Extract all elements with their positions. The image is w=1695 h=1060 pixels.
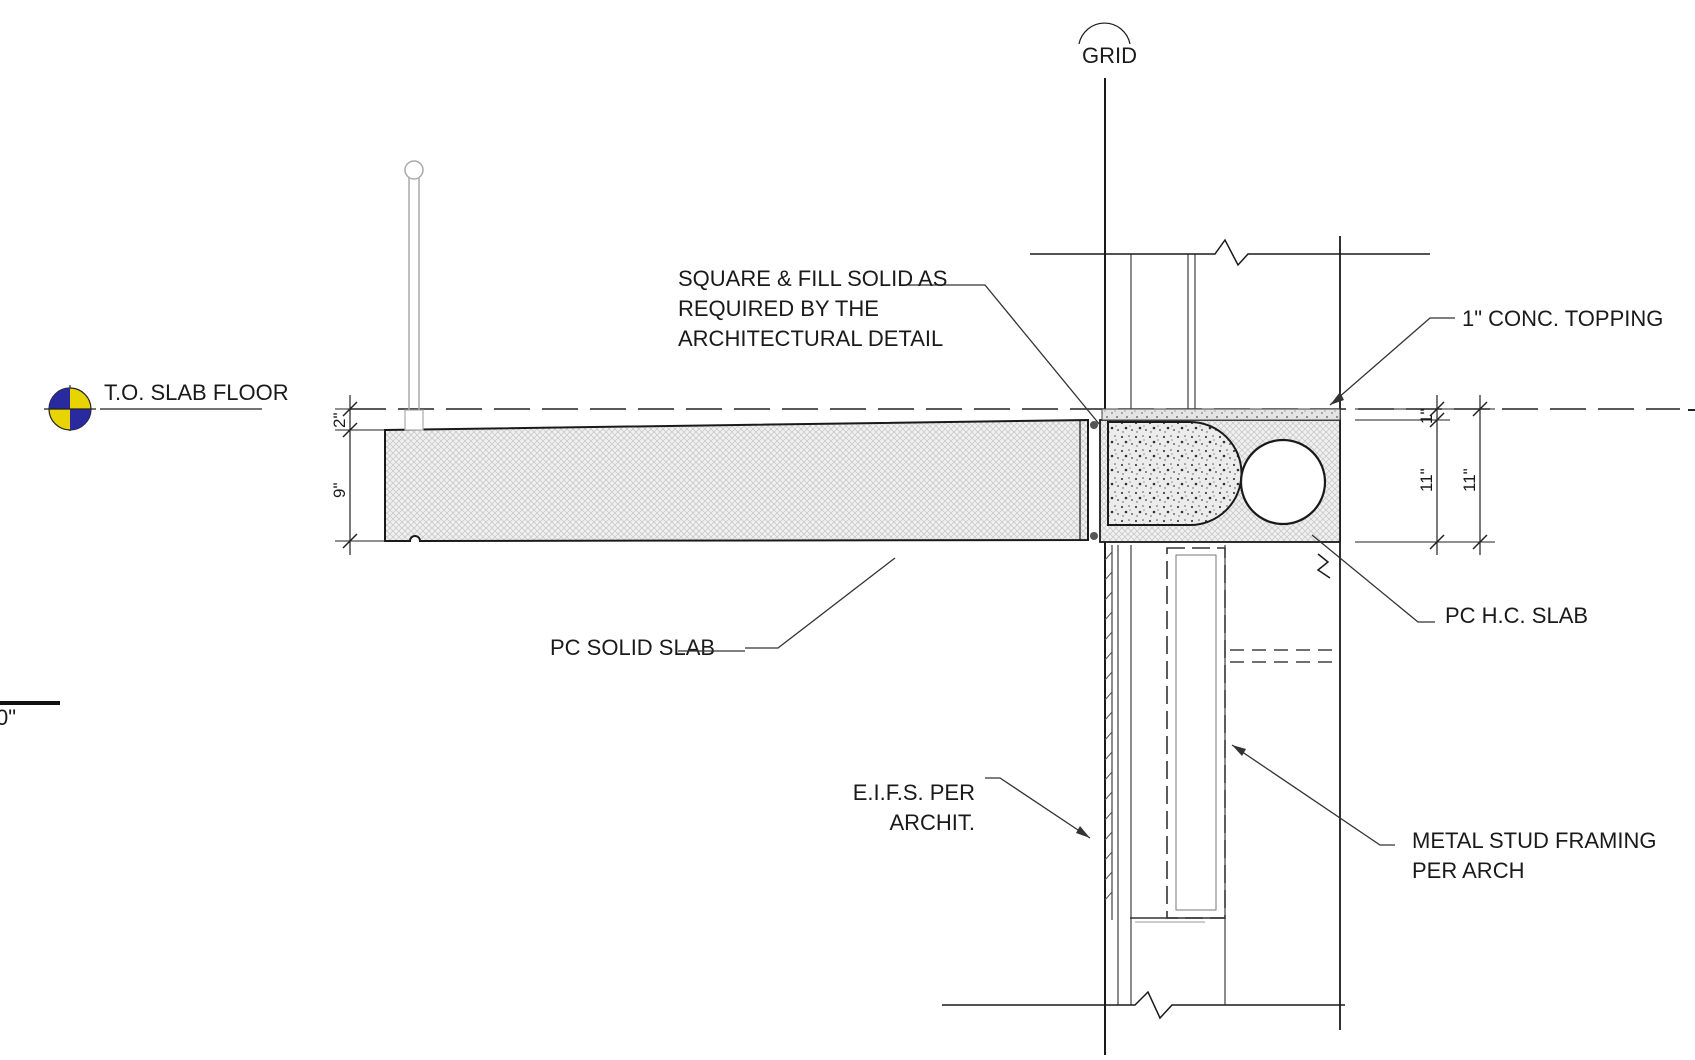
dim-solid-depth: 9" [330, 483, 349, 499]
wall-assembly [942, 236, 1430, 1030]
dim-hc-depth: 11" [1417, 468, 1436, 492]
note-hc-slab: PC H.C. SLAB [1445, 603, 1588, 628]
pc-solid-slab [384, 418, 1098, 543]
svg-text:METAL STUD FRAMING: METAL STUD FRAMING [1412, 828, 1656, 853]
level-marker [44, 385, 262, 431]
dimension-right [1355, 395, 1495, 555]
dim-solid-topping: 2" [330, 413, 349, 429]
svg-text:ARCHITECTURAL DETAIL: ARCHITECTURAL DETAIL [678, 326, 943, 351]
note-square-fill: SQUARE & FILL SOLID AS REQUIRED BY THE A… [678, 266, 947, 351]
svg-text:REQUIRED BY THE: REQUIRED BY THE [678, 296, 879, 321]
leader-arrowheads [1076, 392, 1344, 838]
metal-stud [1130, 547, 1226, 923]
svg-text:PER ARCH: PER ARCH [1412, 858, 1524, 883]
dim-hc-topping: 1" [1417, 409, 1436, 425]
note-solid-slab: PC SOLID SLAB [550, 635, 715, 660]
svg-text:SQUARE & FILL SOLID AS: SQUARE & FILL SOLID AS [678, 266, 947, 291]
grid-label: GRID [1082, 43, 1137, 68]
pc-hc-slab [1099, 408, 1341, 579]
svg-text:ARCHIT.: ARCHIT. [889, 810, 975, 835]
dim-hc-total: 11" [1460, 468, 1479, 492]
guard-rail-post [404, 160, 424, 431]
note-metal-stud: METAL STUD FRAMING PER ARCH [1412, 828, 1656, 883]
note-topping: 1" CONC. TOPPING [1462, 306, 1663, 331]
svg-text:E.I.F.S. PER: E.I.F.S. PER [853, 780, 975, 805]
eifs-layer [1104, 545, 1113, 920]
level-marker-label: T.O. SLAB FLOOR [104, 380, 289, 405]
note-eifs: E.I.F.S. PER ARCHIT. [853, 780, 975, 835]
scale-fragment-label: 0" [0, 705, 16, 730]
dimension-left [335, 395, 385, 555]
leader-lines [745, 284, 1455, 846]
